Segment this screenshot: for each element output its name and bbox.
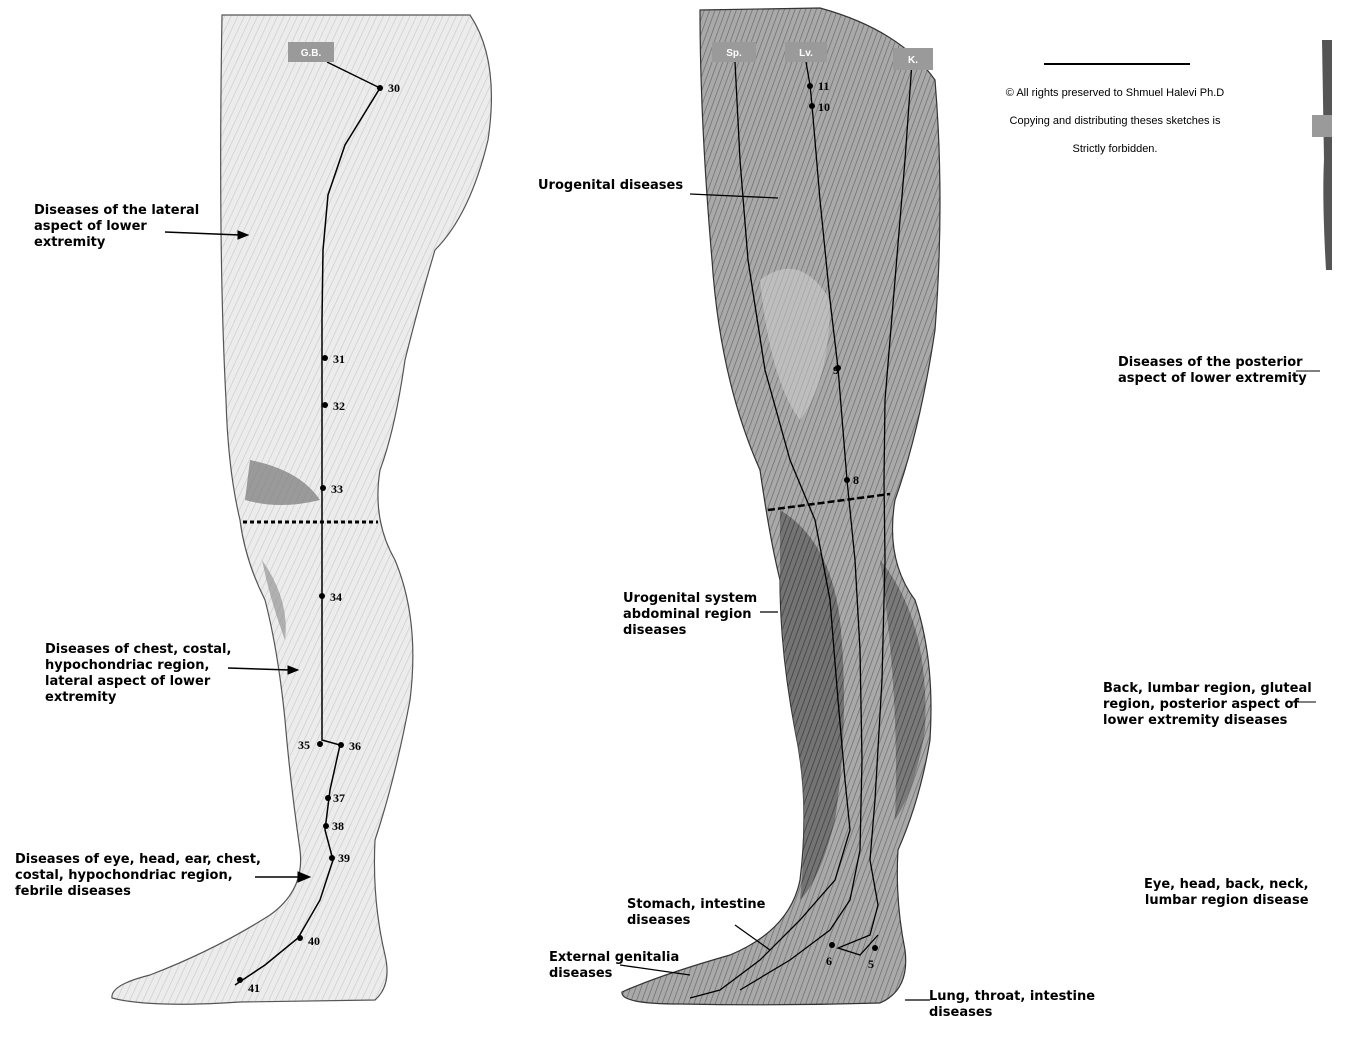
label-chest-costal: Diseases of chest, costal, hypochondriac…	[45, 642, 231, 706]
copyright-line-2: Copying and distributing theses sketches…	[960, 114, 1270, 128]
svg-text:39: 39	[338, 851, 350, 865]
svg-text:6: 6	[826, 954, 832, 968]
edge-fragment	[1322, 40, 1332, 270]
edge-tag-fragment	[1312, 115, 1332, 137]
copyright-line-1: © All rights preserved to Shmuel Halevi …	[960, 86, 1270, 100]
right-leg-silhouette	[622, 8, 940, 1005]
svg-text:40: 40	[308, 934, 320, 948]
label-urogenital: Urogenital diseases	[538, 178, 683, 194]
svg-text:Lv.: Lv.	[799, 48, 813, 59]
svg-text:9: 9	[833, 363, 839, 377]
label-posterior: Diseases of the posterior aspect of lowe…	[1118, 355, 1307, 387]
label-lung-throat: Lung, throat, intestine diseases	[929, 989, 1095, 1021]
svg-text:36: 36	[349, 739, 361, 753]
svg-text:Sp.: Sp.	[726, 48, 742, 59]
label-eye-head-ear: Diseases of eye, head, ear, chest, costa…	[15, 852, 261, 900]
label-urogenital-system: Urogenital system abdominal region disea…	[623, 591, 757, 639]
label-eye-head-back: Eye, head, back, neck, lumbar region dis…	[1144, 877, 1309, 909]
copyright-line-3: Strictly forbidden.	[960, 142, 1270, 156]
svg-text:34: 34	[330, 590, 342, 604]
svg-text:K.: K.	[908, 55, 918, 66]
svg-text:11: 11	[818, 79, 829, 93]
svg-text:32: 32	[333, 399, 345, 413]
svg-text:30: 30	[388, 81, 400, 95]
svg-text:38: 38	[332, 819, 344, 833]
label-back-lumbar: Back, lumbar region, gluteal region, pos…	[1103, 681, 1312, 729]
svg-text:8: 8	[853, 473, 859, 487]
label-stomach-intestine: Stomach, intestine diseases	[627, 897, 765, 929]
copyright-notice: © All rights preserved to Shmuel Halevi …	[960, 72, 1270, 170]
svg-text:37: 37	[333, 791, 345, 805]
svg-text:5: 5	[868, 957, 874, 971]
label-lateral-aspect: Diseases of the lateral aspect of lower …	[34, 203, 199, 251]
svg-text:G.B.: G.B.	[301, 48, 322, 59]
svg-text:33: 33	[331, 482, 343, 496]
svg-text:35: 35	[298, 738, 310, 752]
gb-tag: G.B.	[288, 42, 334, 62]
svg-text:10: 10	[818, 100, 830, 114]
svg-text:41: 41	[248, 981, 260, 995]
svg-text:31: 31	[333, 352, 345, 366]
label-external-genitalia: External genitalia diseases	[549, 950, 679, 982]
